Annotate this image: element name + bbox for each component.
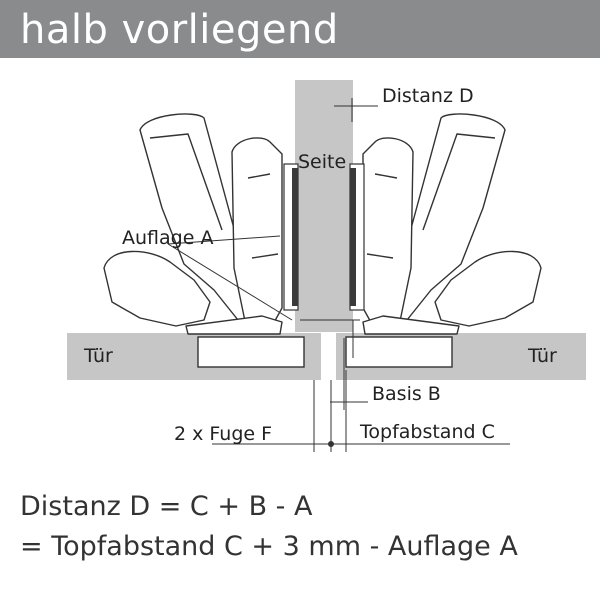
hinge-arm-right [362,113,542,335]
side-panel [295,80,353,332]
hinge-cup-right [345,336,453,368]
mounting-plate-left-dark [292,168,298,306]
label-auflage-a: Auflage A [122,227,213,249]
label-tuer-left: Tür [83,345,113,367]
label-tuer-right: Tür [527,345,557,367]
label-basis-b: Basis B [372,383,441,405]
hinge-cup-left [197,336,305,368]
label-fuge-f: 2 x Fuge F [174,423,272,445]
mounting-plate-right-dark [350,168,356,306]
label-distanz-d: Distanz D [382,85,474,107]
formula-line-1: Distanz D = C + B - A [20,491,313,522]
header-bar: halb vorliegend [0,0,600,58]
fuge-center-dot [328,441,334,447]
hinge-arm-left [103,113,283,335]
dimension-lines [167,98,510,452]
hinge-diagram: Distanz D Seite Auflage A Tür Tür Basis … [67,80,586,452]
label-seite: Seite [298,151,346,173]
label-topfabstand-c: Topfabstand C [359,421,495,443]
page-title: halb vorliegend [20,7,339,53]
formula-line-2: = Topfabstand C + 3 mm - Auflage A [20,531,518,562]
